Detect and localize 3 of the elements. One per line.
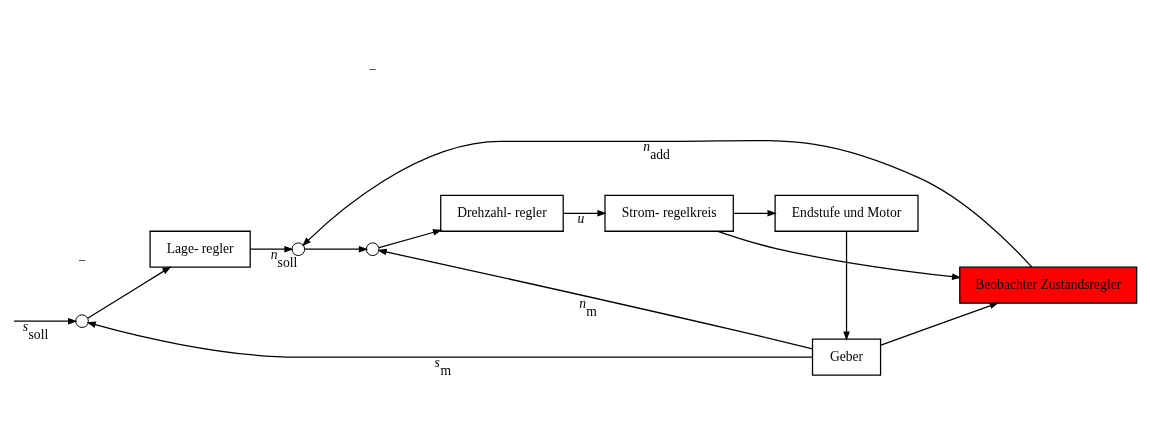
edge-label: u bbox=[577, 210, 585, 226]
label: − bbox=[368, 61, 377, 77]
label: − bbox=[78, 252, 86, 268]
